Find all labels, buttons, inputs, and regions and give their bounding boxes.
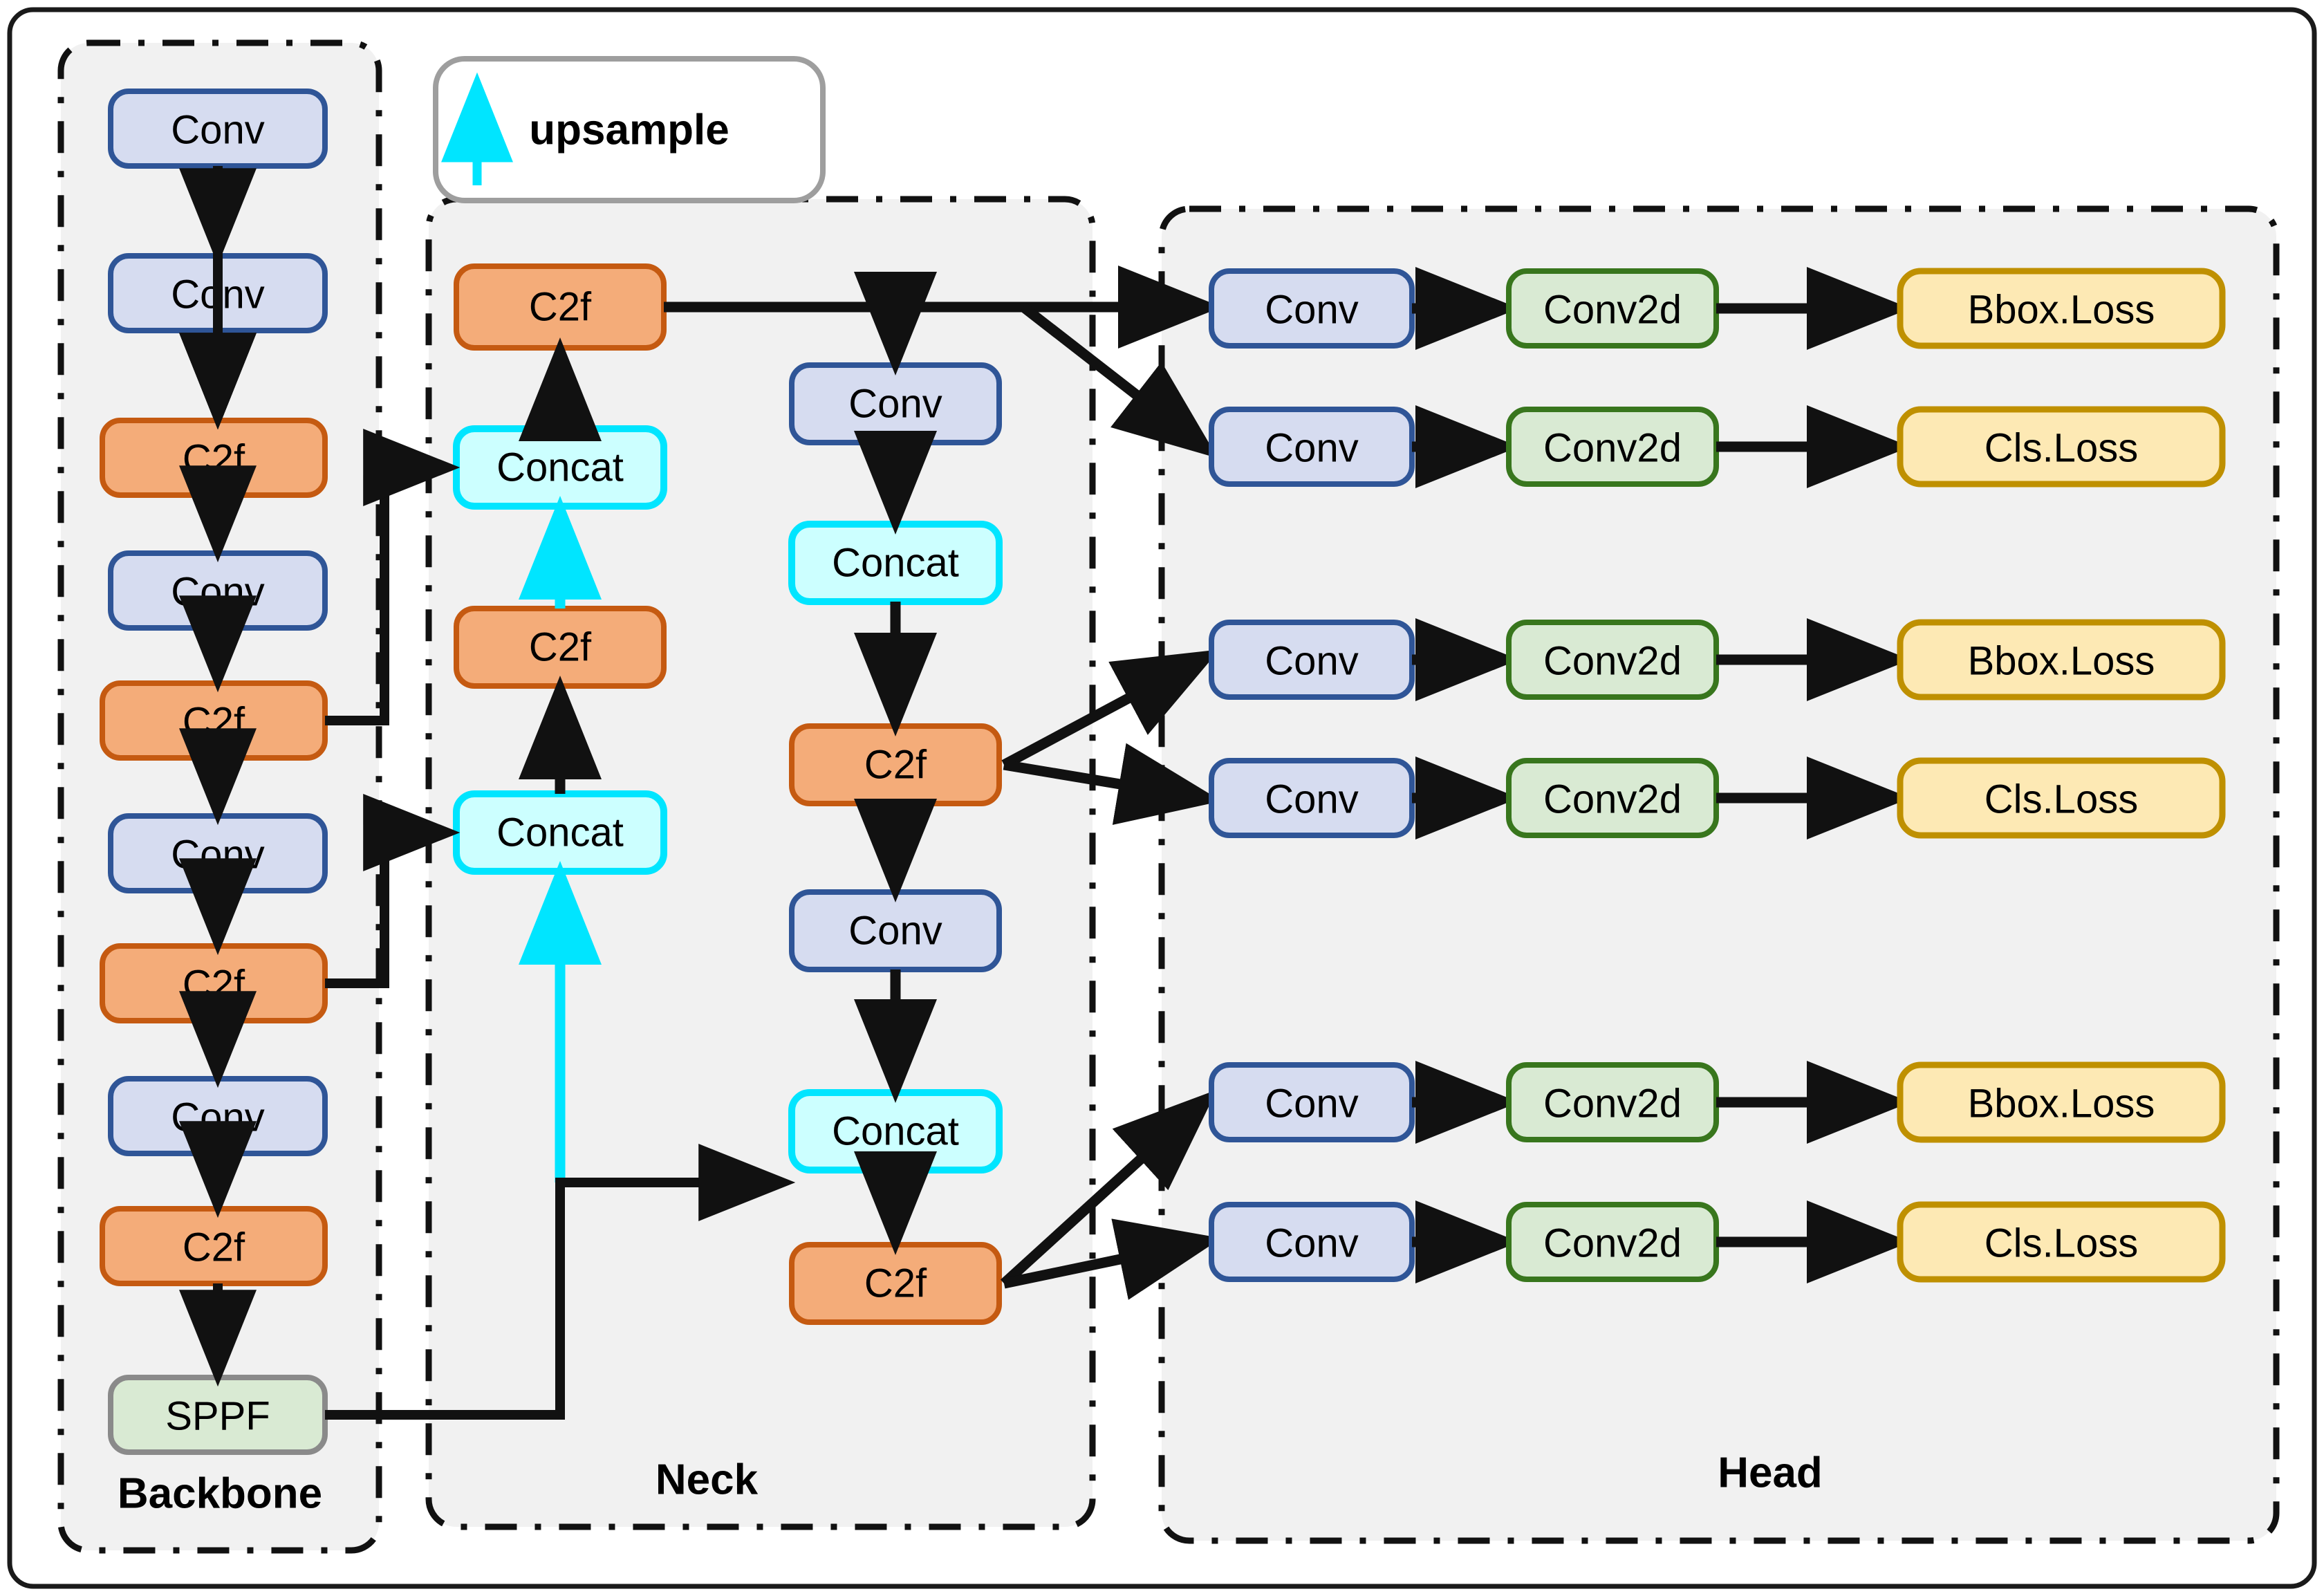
head-label: Head — [1718, 1449, 1823, 1497]
node-label: C2f — [183, 437, 245, 482]
node-hd-loss-4[interactable]: Cls.Loss — [1897, 757, 2226, 839]
node-hd-conv-2[interactable]: Conv — [1209, 407, 1415, 487]
node-hd-loss-1[interactable]: Bbox.Loss — [1897, 268, 2226, 349]
node-nk-c2f-b[interactable]: C2f — [789, 1242, 1002, 1325]
head-row-1: Conv Conv2d Bbox.Loss — [1209, 267, 2226, 350]
node-label: Cls.Loss — [1984, 1221, 2138, 1266]
node-hd-conv2d-1[interactable]: Conv2d — [1506, 268, 1719, 349]
node-nk-concat-a[interactable]: Concat — [788, 521, 1003, 605]
node-label: Bbox.Loss — [1968, 288, 2155, 333]
node-bb-c2f-1[interactable]: C2f — [100, 418, 328, 498]
node-label: Conv — [171, 1095, 264, 1140]
node-nk-c2f-a[interactable]: C2f — [789, 723, 1002, 806]
node-nk-c2f-top[interactable]: C2f — [454, 263, 667, 351]
node-label: Cls.Loss — [1984, 777, 2138, 822]
node-nk-c2f-mid[interactable]: C2f — [454, 606, 667, 689]
node-hd-conv-4[interactable]: Conv — [1209, 758, 1415, 838]
node-bb-conv-1[interactable]: Conv — [108, 89, 328, 169]
head-row-6: Conv Conv2d Cls.Loss — [1209, 1200, 2226, 1283]
node-label: Conv2d — [1543, 288, 1682, 333]
node-hd-loss-5[interactable]: Bbox.Loss — [1897, 1061, 2226, 1143]
skip-sppf-to-concat-b — [325, 1144, 796, 1420]
node-label: Conv — [1265, 777, 1358, 822]
node-label: C2f — [864, 1261, 927, 1306]
node-label: Bbox.Loss — [1968, 639, 2155, 684]
node-nk-conv-b[interactable]: Conv — [789, 889, 1002, 972]
node-hd-conv2d-5[interactable]: Conv2d — [1506, 1062, 1719, 1142]
node-label: Concat — [496, 810, 624, 855]
node-label: Conv2d — [1543, 777, 1682, 822]
node-label: Conv — [1265, 426, 1358, 471]
arrow-c2f-top-to-head-conv2 — [1020, 303, 1218, 458]
node-label: C2f — [183, 1225, 245, 1270]
node-nk-concat-top[interactable]: Concat — [453, 425, 667, 510]
node-label: C2f — [864, 743, 927, 788]
node-bb-c2f-3[interactable]: C2f — [100, 943, 328, 1023]
node-nk-concat-mid[interactable]: Concat — [453, 790, 667, 875]
node-label: Cls.Loss — [1984, 426, 2138, 471]
node-label: C2f — [183, 700, 245, 745]
node-label: C2f — [529, 285, 592, 330]
backbone-label: Backbone — [118, 1470, 322, 1518]
node-bb-sppf[interactable]: SPPF — [108, 1375, 328, 1455]
node-label: Conv — [171, 833, 264, 878]
node-hd-conv-5[interactable]: Conv — [1209, 1062, 1415, 1142]
node-label: Conv — [1265, 1082, 1358, 1126]
legend-box — [433, 56, 826, 203]
node-label: Conv2d — [1543, 639, 1682, 684]
node-bb-c2f-2[interactable]: C2f — [100, 680, 328, 761]
node-label: C2f — [183, 963, 245, 1008]
node-bb-conv-4[interactable]: Conv — [108, 813, 328, 893]
node-label: Conv — [171, 108, 264, 153]
node-hd-loss-6[interactable]: Cls.Loss — [1897, 1201, 2226, 1283]
skip-c2f2-to-concat-top — [325, 429, 461, 725]
node-bb-conv-3[interactable]: Conv — [108, 550, 328, 631]
arrow-c2f-a-to-head-conv4 — [1003, 743, 1222, 825]
node-hd-conv-1[interactable]: Conv — [1209, 268, 1415, 349]
node-label: Bbox.Loss — [1968, 1082, 2155, 1126]
node-label: Conv — [848, 382, 942, 427]
node-label: Conv — [1265, 288, 1358, 333]
node-hd-loss-3[interactable]: Bbox.Loss — [1897, 619, 2226, 700]
node-label: Conv — [848, 909, 942, 954]
node-hd-conv-6[interactable]: Conv — [1209, 1202, 1415, 1282]
head-row-3: Conv Conv2d Bbox.Loss — [1209, 618, 2226, 701]
node-label: SPPF — [165, 1394, 270, 1439]
head-row-2: Conv Conv2d Cls.Loss — [1209, 405, 2226, 488]
node-label: Conv2d — [1543, 1082, 1682, 1126]
node-label: C2f — [529, 625, 592, 670]
node-nk-conv-a[interactable]: Conv — [789, 362, 1002, 445]
neck-mid-nodes: Conv Concat C2f Conv Concat C2f — [788, 362, 1003, 1325]
node-bb-conv-5[interactable]: Conv — [108, 1076, 328, 1156]
node-label: Concat — [832, 541, 959, 586]
node-hd-conv2d-2[interactable]: Conv2d — [1506, 407, 1719, 487]
node-hd-conv2d-4[interactable]: Conv2d — [1506, 758, 1719, 838]
node-label: Conv2d — [1543, 426, 1682, 471]
skip-c2f3-to-concat-mid — [325, 794, 461, 988]
node-label: Concat — [496, 445, 624, 490]
arrow-c2f-b-to-head-conv5 — [1000, 1089, 1217, 1288]
head-row-5: Conv Conv2d Bbox.Loss — [1209, 1061, 2226, 1144]
arrow-c2f-a-to-head-conv3 — [1001, 649, 1220, 770]
node-label: Conv — [1265, 1221, 1358, 1266]
head-row-4: Conv Conv2d Cls.Loss — [1209, 757, 2226, 839]
arrow-c2f-b-to-head-conv6 — [1003, 1218, 1222, 1300]
node-label: Conv — [1265, 639, 1358, 684]
node-hd-conv2d-3[interactable]: Conv2d — [1506, 620, 1719, 700]
node-label: Conv2d — [1543, 1221, 1682, 1266]
node-bb-c2f-4[interactable]: C2f — [100, 1206, 328, 1286]
node-hd-conv2d-6[interactable]: Conv2d — [1506, 1202, 1719, 1282]
legend-upsample: upsample — [433, 56, 826, 203]
node-hd-conv-3[interactable]: Conv — [1209, 620, 1415, 700]
node-label: Conv — [171, 570, 264, 615]
node-nk-concat-b[interactable]: Concat — [788, 1089, 1003, 1173]
neck-label: Neck — [656, 1456, 759, 1504]
node-label: Concat — [832, 1109, 959, 1154]
legend-upsample-label: upsample — [529, 106, 729, 154]
node-hd-loss-2[interactable]: Cls.Loss — [1897, 406, 2226, 488]
